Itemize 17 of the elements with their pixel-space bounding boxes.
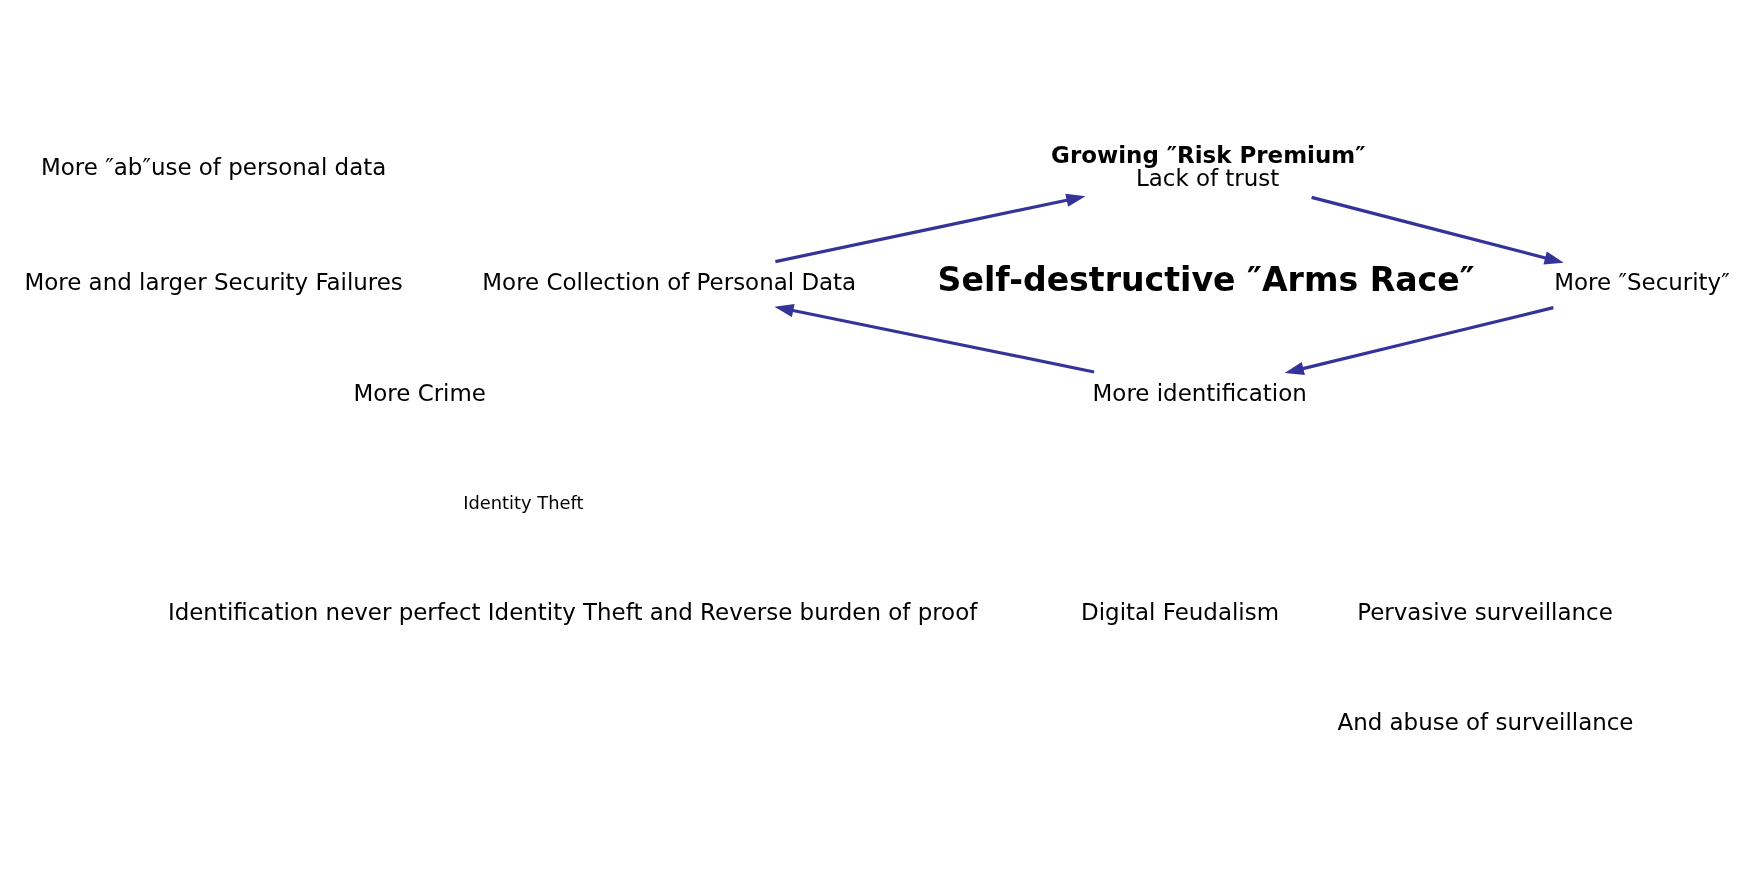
node-text: Growing ″Risk Premium″ Lack of trust	[1050, 141, 1365, 191]
node-text: More identification	[1092, 379, 1307, 406]
label: More ″ab″use of personal data	[40, 153, 386, 180]
label: Self-destructive ″Arms Race″	[937, 259, 1474, 299]
label: More Crime	[353, 379, 486, 406]
label: And abuse of surveillance	[1336, 708, 1633, 735]
node-text: More Collection of Personal Data	[481, 268, 856, 295]
label: Identification never perfect Identity Theft and Reverse burden of proof	[167, 598, 977, 625]
label: More and larger Security Failures	[23, 268, 403, 295]
arrow	[773, 303, 1094, 373]
arrow	[774, 193, 1085, 263]
node-text: More ″Security″	[1553, 268, 1730, 295]
label: Digital Feudalism	[1080, 598, 1279, 625]
arrow	[1284, 305, 1554, 375]
label: Identity Theft	[462, 491, 583, 513]
label: Pervasive surveillance	[1356, 598, 1613, 625]
arrow	[1310, 195, 1564, 264]
